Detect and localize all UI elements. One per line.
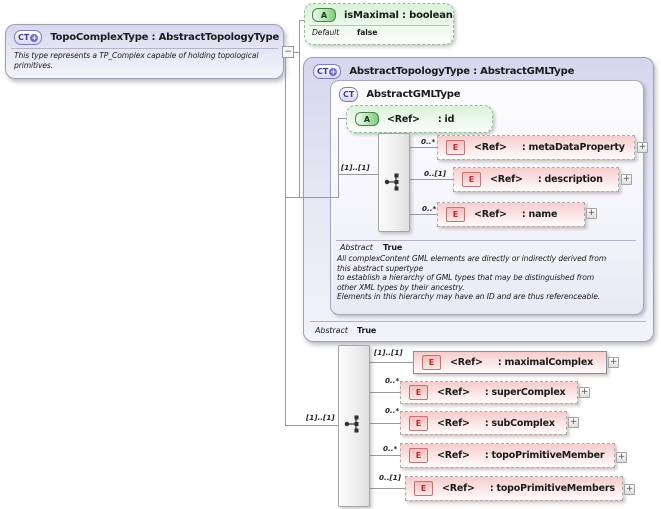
- type-title: TopoComplexType : AbstractTopologyType: [50, 32, 280, 43]
- attribute-icon: A: [355, 112, 379, 126]
- type-title: AbstractTopologyType : AbstractGMLType: [349, 66, 575, 77]
- cardinality-label: 0..*: [383, 444, 398, 453]
- expand-button[interactable]: +: [608, 357, 619, 368]
- cardinality-label: [1]..[1]: [306, 413, 335, 422]
- element-name: : name: [521, 209, 558, 220]
- element-ref: <Ref>: [437, 417, 470, 429]
- sequence-icon: [344, 415, 359, 433]
- connector-line: [285, 197, 338, 198]
- element-name: : metaDataProperty: [521, 142, 625, 153]
- element-maximalComplex[interactable]: E <Ref> : maximalComplex: [413, 351, 607, 374]
- element-ref: <Ref>: [437, 450, 470, 461]
- attribute-name: : id: [437, 113, 455, 125]
- element-ref: <Ref>: [437, 387, 470, 398]
- element-name[interactable]: E <Ref> : name: [437, 202, 585, 227]
- element-topoPrimitiveMember[interactable]: E <Ref> : topoPrimitiveMember: [400, 443, 615, 468]
- divider: [336, 240, 636, 241]
- connector-line: [408, 214, 437, 215]
- connector-line: [408, 179, 453, 180]
- connector-line: [285, 58, 286, 426]
- connector-line: [299, 20, 305, 21]
- element-name: : maximalComplex: [497, 357, 594, 368]
- abstract-label: Abstract: [340, 243, 373, 252]
- element-icon: E: [409, 448, 428, 463]
- attribute-id-box[interactable]: A <Ref> : id: [346, 105, 493, 133]
- element-subComplex[interactable]: E <Ref> : subComplex: [400, 411, 567, 435]
- expand-button[interactable]: +: [624, 484, 635, 495]
- connector-line: [285, 425, 338, 426]
- element-icon: E: [446, 207, 465, 222]
- abstract-value: True: [383, 243, 403, 252]
- connector-line: [408, 147, 437, 148]
- collapse-button[interactable]: −: [282, 46, 294, 58]
- default-label: Default: [312, 28, 340, 37]
- element-icon: E: [462, 172, 481, 187]
- connector-line: [338, 174, 378, 175]
- abstract-value: True: [357, 326, 377, 335]
- divider: [310, 321, 646, 322]
- element-name: : subComplex: [484, 417, 555, 429]
- element-superComplex[interactable]: E <Ref> : superComplex: [400, 381, 578, 404]
- element-icon: E: [409, 415, 428, 431]
- abstract-label: Abstract: [315, 326, 348, 335]
- element-name: : topoPrimitiveMembers: [489, 483, 615, 494]
- type-description: This type represents a TP_Complex capabl…: [14, 51, 259, 70]
- topo-complex-type-box[interactable]: CT+ TopoComplexType : AbstractTopologyTy…: [5, 24, 284, 79]
- complex-type-icon: CT+: [313, 64, 342, 79]
- default-value: false: [357, 28, 378, 37]
- type-title: AbstractGMLType: [366, 89, 461, 100]
- sequence-icon: [384, 173, 399, 191]
- cardinality-label: [1]..[1]: [374, 348, 403, 357]
- element-name: : description: [537, 174, 603, 185]
- cardinality-label: 0..*: [422, 204, 437, 213]
- connector-line: [368, 392, 400, 393]
- cardinality-label: 0..*: [421, 137, 436, 146]
- attribute-ref: <Ref>: [387, 113, 420, 125]
- element-ref: <Ref>: [474, 209, 507, 220]
- connector-line: [294, 52, 300, 53]
- expand-button[interactable]: +: [579, 387, 590, 398]
- element-ref: <Ref>: [474, 142, 507, 153]
- element-name: : superComplex: [484, 387, 566, 398]
- expand-button[interactable]: +: [586, 208, 597, 219]
- element-icon: E: [414, 481, 433, 496]
- cardinality-label: [1]..[1]: [341, 163, 370, 172]
- expand-button[interactable]: +: [637, 142, 648, 153]
- cardinality-label: 0..[1]: [379, 473, 402, 482]
- element-icon: E: [446, 140, 465, 155]
- attribute-icon: A: [312, 8, 336, 22]
- element-ref: <Ref>: [442, 483, 475, 494]
- expand-button[interactable]: +: [621, 174, 632, 185]
- cardinality-label: 0..*: [385, 406, 400, 415]
- expand-button[interactable]: +: [568, 417, 579, 428]
- connector-line: [338, 118, 346, 119]
- attribute-isMaximal-box[interactable]: A isMaximal : boolean Default false: [304, 3, 454, 45]
- connector-line: [368, 455, 400, 456]
- element-ref: <Ref>: [490, 174, 523, 185]
- complex-type-icon: CT+: [14, 30, 43, 45]
- sequence-compositor[interactable]: [338, 345, 370, 507]
- element-description[interactable]: E <Ref> : description: [453, 167, 619, 192]
- element-ref: <Ref>: [450, 357, 483, 368]
- plus-circle-icon: +: [30, 33, 39, 42]
- attribute-title: isMaximal : boolean: [344, 9, 453, 21]
- element-topoPrimitiveMembers[interactable]: E <Ref> : topoPrimitiveMembers: [405, 476, 623, 501]
- connector-line: [338, 118, 339, 198]
- connector-line: [368, 488, 405, 489]
- complex-type-icon: CT: [339, 87, 359, 102]
- element-icon: E: [409, 385, 428, 400]
- type-documentation: All complexContent GML elements are dire…: [337, 254, 607, 302]
- connector-line: [368, 423, 400, 424]
- element-metaDataProperty[interactable]: E <Ref> : metaDataProperty: [437, 135, 635, 160]
- cardinality-label: 0..*: [385, 376, 400, 385]
- plus-circle-icon: +: [329, 67, 338, 76]
- connector-line: [299, 20, 300, 198]
- connector-line: [368, 362, 413, 363]
- expand-button[interactable]: +: [616, 452, 627, 463]
- sequence-compositor[interactable]: [378, 133, 410, 232]
- element-name: : topoPrimitiveMember: [484, 450, 605, 461]
- cardinality-label: 0..[1]: [424, 169, 447, 178]
- element-icon: E: [422, 355, 441, 370]
